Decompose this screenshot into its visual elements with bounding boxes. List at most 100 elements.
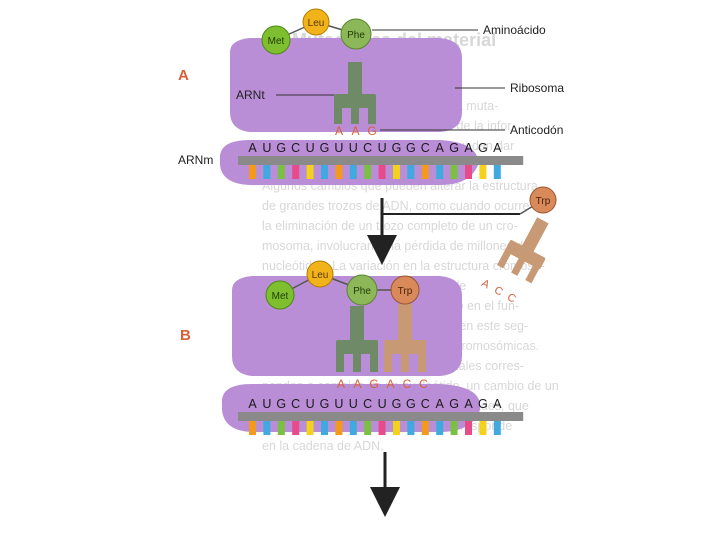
- anticodon-base: G: [369, 377, 378, 391]
- anticodon-base: A: [353, 377, 361, 391]
- background-text-line: en la cadena de ADN.: [262, 439, 384, 453]
- mrna-base: A: [436, 397, 445, 411]
- anticodon-base: A: [335, 124, 343, 138]
- anticodon-base: A: [386, 377, 394, 391]
- nucleotide-bar: [364, 421, 372, 435]
- phe-aminoacid-b: [346, 274, 378, 306]
- anticodon-label: Anticodón: [510, 123, 563, 137]
- mrna-base: G: [276, 397, 286, 411]
- anticodon-base: C: [403, 377, 412, 391]
- met-aminoacid-a: [261, 25, 291, 55]
- background-text-line: la eliminación de un trozo completo de u…: [262, 219, 518, 233]
- mrna-base: G: [276, 141, 286, 155]
- nucleotide-bar: [249, 421, 256, 435]
- ribosoma-label: Ribosoma: [510, 81, 564, 95]
- nucleotide-bar: [249, 165, 256, 179]
- nucleotide-bar: [450, 165, 458, 179]
- nucleotide-bar: [335, 165, 343, 179]
- met-aminoacid-b: [265, 280, 295, 310]
- mrna-base: A: [248, 397, 257, 411]
- mrna-base: C: [363, 397, 372, 411]
- nucleotide-bar: [479, 421, 487, 435]
- nucleotide-bar: [306, 165, 314, 179]
- nucleotide-bar: [349, 165, 357, 179]
- nucleotide-bar: [421, 421, 429, 435]
- nucleotide-bar: [436, 421, 444, 435]
- mrna-base: G: [449, 397, 459, 411]
- nucleotide-bar: [335, 421, 343, 435]
- mrna-base: A: [493, 397, 502, 411]
- nucleotide-bar: [479, 165, 487, 179]
- trp-aminoacid-b: [390, 275, 420, 305]
- mrna-base: U: [306, 397, 315, 411]
- mrna-base: C: [421, 397, 430, 411]
- mrna-base: U: [349, 397, 358, 411]
- trna-trp-b: [384, 304, 426, 372]
- panel-b-label: B: [180, 327, 191, 344]
- nucleotide-bar: [493, 165, 501, 179]
- nucleotide-bar: [465, 165, 472, 179]
- trp-aminoacid-free: [529, 186, 557, 214]
- nucleotide-bar: [493, 421, 501, 435]
- nucleotide-bar: [364, 165, 372, 179]
- panel-a-label: A: [178, 67, 189, 84]
- nucleotide-bar: [407, 421, 415, 435]
- nucleotide-bar: [393, 165, 400, 179]
- nucleotide-bar: [321, 421, 328, 435]
- mrna-base: A: [464, 397, 473, 411]
- leu-label-b: Leu: [312, 270, 329, 281]
- nucleotide-bar: [436, 165, 444, 179]
- mrna-base: G: [320, 397, 330, 411]
- trp-label-free: Trp: [536, 196, 551, 207]
- arnm-label: ARNm: [178, 153, 213, 167]
- mrna-base: C: [291, 141, 300, 155]
- arnt-label: ARNt: [236, 88, 265, 102]
- trna-a: [334, 62, 376, 124]
- nucleotide-bar: [277, 165, 285, 179]
- anticodon-base: A: [337, 377, 345, 391]
- mrna-base: G: [392, 397, 402, 411]
- nucleotide-bar: [450, 421, 458, 435]
- mrna-base: U: [334, 141, 343, 155]
- nucleotide-bar: [349, 421, 357, 435]
- nucleotide-bar: [263, 421, 271, 435]
- trna-phe-b: [336, 306, 378, 372]
- anticodon-base: A: [351, 124, 359, 138]
- met-label-b: Met: [272, 291, 289, 302]
- mrna-base: U: [262, 397, 271, 411]
- mrna-base: U: [378, 397, 387, 411]
- nucleotide-bar: [292, 165, 300, 179]
- anticodon-base: C: [419, 377, 428, 391]
- mrna-base: A: [436, 141, 445, 155]
- aminoacido-label: Aminoácido: [483, 23, 546, 37]
- mrna-base: U: [378, 141, 387, 155]
- nucleotide-bar: [393, 421, 400, 435]
- phe-label-b: Phe: [353, 286, 371, 297]
- mrna-base: G: [406, 397, 416, 411]
- mrna-base: G: [449, 141, 459, 155]
- mrna-base: U: [262, 141, 271, 155]
- transition-arrow-1: [367, 198, 520, 265]
- mrna-backbone: [238, 412, 524, 421]
- nucleotide-bar: [292, 421, 300, 435]
- mrna-base: C: [363, 141, 372, 155]
- mrna-base: C: [421, 141, 430, 155]
- mrna-base: G: [320, 141, 330, 155]
- mrna-base: U: [349, 141, 358, 155]
- mrna-base: A: [464, 141, 473, 155]
- background-text-line: de grandes trozos de ADN, como cuando oc…: [262, 199, 530, 213]
- nucleotide-bar: [378, 165, 386, 179]
- nucleotide-bar: [407, 165, 415, 179]
- mrna-base: G: [478, 397, 488, 411]
- phe-label-a: Phe: [347, 30, 365, 41]
- leu-aminoacid-a: [302, 8, 330, 36]
